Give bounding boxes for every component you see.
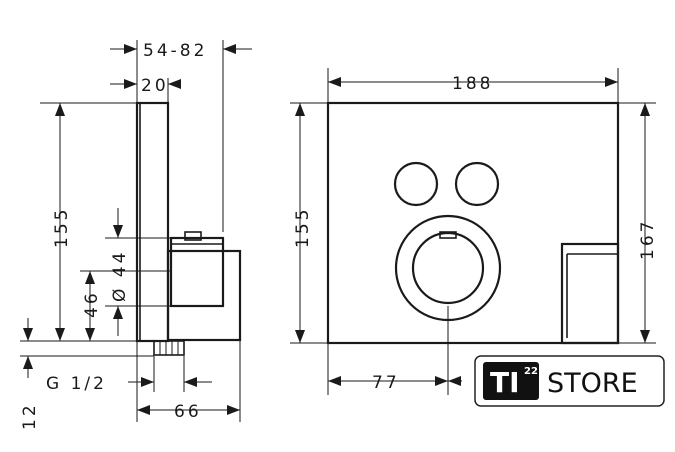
- dim-offset: 46: [82, 290, 102, 318]
- front-view: 188 155 167 77: [290, 68, 658, 395]
- dim-thread: G 1/2: [46, 374, 107, 394]
- side-cartridge: [169, 236, 225, 308]
- dim-height-total: 155: [52, 207, 72, 248]
- dim-depth-back: 66: [174, 402, 202, 422]
- dim-depth-front: 20: [141, 76, 169, 96]
- svg-text:STORE: STORE: [547, 368, 638, 399]
- front-panel: [326, 101, 620, 345]
- dim-center-offset: 77: [372, 373, 400, 393]
- side-body-housing: [166, 249, 242, 342]
- button-left: [393, 161, 439, 207]
- dim-width-range: 54-82: [143, 41, 207, 61]
- side-connector-nut: [153, 340, 185, 356]
- thermostat-dial-inner: [411, 231, 485, 305]
- dim-front-width: 188: [452, 74, 493, 94]
- side-panel-plate: [135, 101, 170, 343]
- dim-base-offset: 12: [20, 402, 40, 430]
- dim-front-height-left: 155: [293, 207, 313, 248]
- dim-diameter: Ø 44: [110, 250, 130, 302]
- svg-text:22: 22: [524, 366, 538, 377]
- svg-text:TI: TI: [490, 366, 520, 399]
- dim-front-height-right: 167: [638, 219, 658, 260]
- front-shelf: [560, 242, 620, 345]
- side-view: 54-82 20 155 Ø 44 46 12 G 1/2: [20, 40, 252, 430]
- button-right: [454, 161, 500, 207]
- ti22-store-logo: TI 22 STORE: [474, 355, 665, 407]
